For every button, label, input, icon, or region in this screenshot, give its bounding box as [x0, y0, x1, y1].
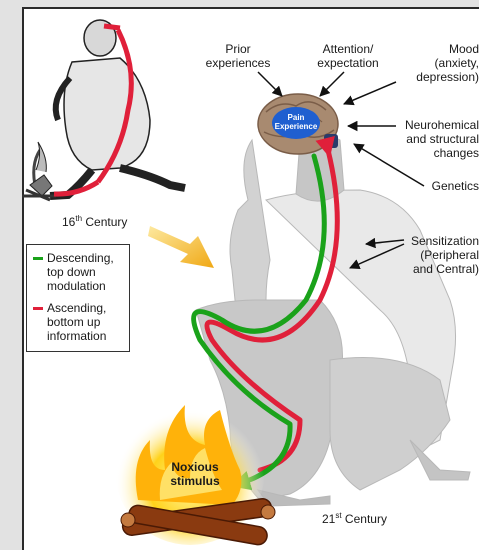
century16-word: Century: [82, 215, 127, 229]
label-noxious-stimulus: Noxious stimulus: [160, 460, 230, 488]
prior-line-1: Prior: [196, 42, 280, 56]
label-mood: Mood (anxiety, depression): [396, 42, 479, 84]
century21-number: 21: [322, 512, 335, 526]
woodcut-figure: [22, 20, 185, 200]
century16-number: 16: [62, 215, 75, 229]
descending-line-3: modulation: [47, 279, 114, 293]
legend-ascending-text: Ascending, bottom up information: [47, 301, 106, 343]
label-genetics: Genetics: [410, 179, 479, 193]
label-16th-century: 16th Century: [62, 212, 152, 229]
mood-line-3: depression): [396, 70, 479, 84]
neuro-line-1: Neurohemical: [390, 118, 479, 132]
label-21st-century: 21st Century: [322, 509, 412, 526]
red-line-icon: [33, 307, 43, 310]
ascending-line-1: Ascending,: [47, 301, 106, 315]
legend-descending: Descending, top down modulation: [33, 251, 114, 293]
legend-box: Descending, top down modulation Ascendin…: [26, 244, 130, 352]
ascending-line-2: bottom up: [47, 315, 106, 329]
transition-arrow: [148, 226, 214, 268]
mood-line-2: (anxiety,: [396, 56, 479, 70]
prior-line-2: experiences: [196, 56, 280, 70]
label-neurochemical: Neurohemical and structural changes: [390, 118, 479, 160]
attention-line-1: Attention/: [302, 42, 394, 56]
label-sensitization: Sensitization (Peripheral and Central): [398, 234, 479, 276]
pain-line-2: Experience: [268, 122, 324, 131]
noxious-line-1: Noxious: [160, 460, 230, 474]
green-line-icon: [33, 257, 43, 260]
sensitization-line-2: (Peripheral: [398, 248, 479, 262]
label-attention: Attention/ expectation: [302, 42, 394, 70]
pain-line-1: Pain: [268, 113, 324, 122]
mood-line-1: Mood: [396, 42, 479, 56]
attention-line-2: expectation: [302, 56, 394, 70]
legend-descending-text: Descending, top down modulation: [47, 251, 114, 293]
neuro-line-3: changes: [390, 146, 479, 160]
legend-ascending: Ascending, bottom up information: [33, 301, 106, 343]
label-prior-experiences: Prior experiences: [196, 42, 280, 70]
sensitization-line-3: and Central): [398, 262, 479, 276]
sensitization-line-1: Sensitization: [398, 234, 479, 248]
descending-line-1: Descending,: [47, 251, 114, 265]
label-pain-experience: Pain Experience: [268, 113, 324, 131]
neuro-line-2: and structural: [390, 132, 479, 146]
noxious-line-2: stimulus: [160, 474, 230, 488]
descending-line-2: top down: [47, 265, 114, 279]
ascending-line-3: information: [47, 329, 106, 343]
century21-word: Century: [342, 512, 387, 526]
